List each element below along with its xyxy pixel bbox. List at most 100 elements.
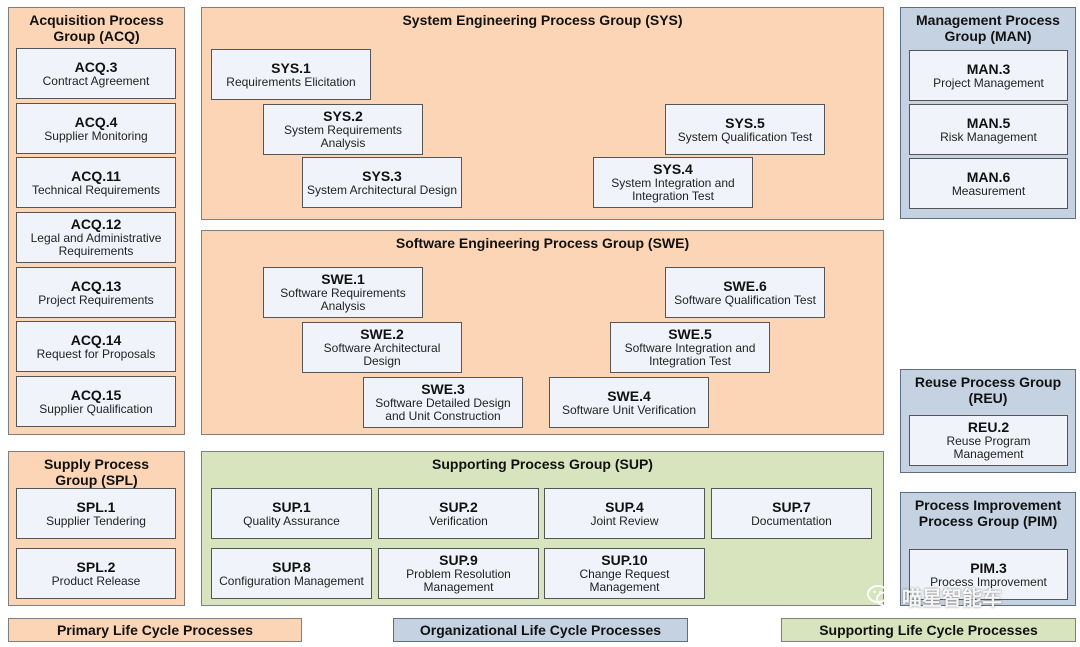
process-id: SUP.8 [272, 558, 311, 575]
process-id: MAN.6 [966, 168, 1011, 185]
reu-group-title: Reuse Process Group (REU) [914, 374, 1062, 406]
process-id: SUP.7 [772, 498, 811, 515]
watermark: 喵星智能车 [866, 582, 1050, 610]
sup-group: Supporting Process Group (SUP) SUP.1 Qua… [201, 451, 884, 606]
man-group: Management Process Group (MAN) MAN.3 Pro… [900, 7, 1076, 219]
process-name: Legal and Administrative Requirements [30, 231, 162, 258]
process-name: System Integration and Integration Test [611, 176, 735, 203]
process-id: MAN.5 [966, 114, 1011, 131]
man-group-title: Management Process Group (MAN) [916, 12, 1060, 44]
process-name: Documentation [751, 513, 832, 528]
process-name: Software Qualification Test [674, 292, 816, 307]
process-name: Verification [429, 513, 488, 528]
process-id: ACQ.13 [70, 277, 122, 294]
process-sys-2: SYS.2 System Requirements Analysis [263, 104, 423, 155]
process-man-6: MAN.6 Measurement [909, 158, 1068, 209]
sys-group: System Engineering Process Group (SYS) S… [201, 7, 884, 220]
process-sys-3: SYS.3 System Architectural Design [302, 157, 462, 208]
process-name: Software Requirements Analysis [280, 286, 406, 313]
process-id: SWE.6 [723, 277, 767, 294]
swe-group: Software Engineering Process Group (SWE)… [201, 230, 884, 435]
process-id: SUP.10 [601, 552, 648, 568]
process-acq-11: ACQ.11 Technical Requirements [16, 157, 176, 208]
process-id: SPL.1 [76, 498, 116, 515]
process-name: Project Management [933, 75, 1044, 90]
process-name: System Architectural Design [306, 182, 458, 197]
process-sup-4: SUP.4 Joint Review [544, 488, 705, 539]
process-sys-1: SYS.1 Requirements Elicitation [211, 49, 371, 100]
process-id: SYS.3 [362, 167, 402, 184]
process-id: SPL.2 [76, 558, 116, 575]
process-id: SYS.2 [323, 108, 363, 124]
process-man-5: MAN.5 Risk Management [909, 104, 1068, 155]
process-pim-3: PIM.3 Process Improvement [909, 549, 1068, 600]
process-sys-4: SYS.4 System Integration and Integration… [593, 157, 753, 208]
process-name: Supplier Tendering [46, 513, 146, 528]
process-id: MAN.3 [966, 60, 1011, 77]
process-id: SUP.4 [605, 498, 644, 515]
wechat-icon [867, 585, 894, 607]
process-name: Project Requirements [38, 292, 154, 307]
process-name: Supplier Monitoring [44, 128, 148, 143]
process-acq-4: ACQ.4 Supplier Monitoring [16, 103, 176, 154]
process-acq-13: ACQ.13 Project Requirements [16, 267, 176, 318]
process-acq-14: ACQ.14 Request for Proposals [16, 321, 176, 372]
sys-group-title: System Engineering Process Group (SYS) [402, 12, 683, 28]
legend-primary: Primary Life Cycle Processes [8, 618, 302, 642]
process-name: Software Detailed Design and Unit Constr… [375, 396, 511, 423]
process-id: SWE.2 [360, 326, 404, 342]
process-id: ACQ.4 [74, 113, 118, 130]
process-acq-3: ACQ.3 Contract Agreement [16, 48, 176, 99]
process-acq-15: ACQ.15 Supplier Qualification [16, 376, 176, 427]
acq-group-title: Acquisition Process Group (ACQ) [29, 12, 164, 44]
process-name: Measurement [951, 183, 1026, 198]
process-id: REU.2 [967, 419, 1010, 435]
process-sup-7: SUP.7 Documentation [711, 488, 872, 539]
process-id: SYS.5 [725, 114, 765, 131]
process-name: Joint Review [590, 513, 659, 528]
process-swe-4: SWE.4 Software Unit Verification [549, 377, 709, 428]
process-name: Process Improvement [930, 574, 1047, 589]
process-id: SYS.4 [653, 161, 693, 177]
process-sup-2: SUP.2 Verification [378, 488, 539, 539]
process-reu-2: REU.2 Reuse Program Management [909, 415, 1068, 466]
process-name: System Qualification Test [677, 129, 813, 144]
process-id: SUP.1 [272, 498, 311, 515]
process-id: SUP.2 [439, 498, 478, 515]
process-id: SYS.1 [271, 59, 311, 76]
process-name: Problem Resolution Management [406, 567, 511, 594]
process-name: Supplier Qualification [39, 401, 153, 416]
process-id: PIM.3 [970, 559, 1007, 576]
process-id: ACQ.12 [70, 216, 122, 232]
process-swe-6: SWE.6 Software Qualification Test [665, 267, 825, 318]
process-sup-10: SUP.10 Change Request Management [544, 548, 705, 599]
process-id: ACQ.3 [74, 58, 118, 75]
acq-group: Acquisition Process Group (ACQ) ACQ.3 Co… [8, 7, 185, 435]
watermark-text: 喵星智能车 [902, 587, 1002, 610]
legend-organizational: Organizational Life Cycle Processes [393, 618, 688, 642]
process-swe-1: SWE.1 Software Requirements Analysis [263, 267, 423, 318]
process-name: Product Release [51, 573, 141, 588]
sup-group-title: Supporting Process Group (SUP) [432, 456, 653, 472]
process-sup-1: SUP.1 Quality Assurance [211, 488, 372, 539]
pim-group: Process Improvement Process Group (PIM) … [900, 492, 1076, 606]
process-id: SUP.9 [439, 552, 478, 568]
process-name: Technical Requirements [31, 182, 161, 197]
process-name: Configuration Management [219, 573, 364, 588]
process-acq-12: ACQ.12 Legal and Administrative Requirem… [16, 212, 176, 263]
process-swe-5: SWE.5 Software Integration and Integrati… [610, 322, 770, 373]
process-id: SWE.1 [321, 271, 365, 287]
process-name: Quality Assurance [243, 513, 340, 528]
process-id: ACQ.14 [70, 331, 122, 348]
spl-group: Supply Process Group (SPL) SPL.1 Supplie… [8, 451, 185, 606]
process-swe-3: SWE.3 Software Detailed Design and Unit … [363, 377, 523, 428]
process-name: Reuse Program Management [946, 434, 1031, 461]
process-id: SWE.4 [607, 387, 651, 404]
process-man-3: MAN.3 Project Management [909, 50, 1068, 101]
reu-group: Reuse Process Group (REU) REU.2 Reuse Pr… [900, 369, 1076, 473]
process-name: Software Architectural Design [323, 341, 441, 368]
process-sup-9: SUP.9 Problem Resolution Management [378, 548, 539, 599]
process-swe-2: SWE.2 Software Architectural Design [302, 322, 462, 373]
process-name: Software Unit Verification [561, 402, 697, 417]
process-id: SWE.5 [668, 326, 712, 342]
